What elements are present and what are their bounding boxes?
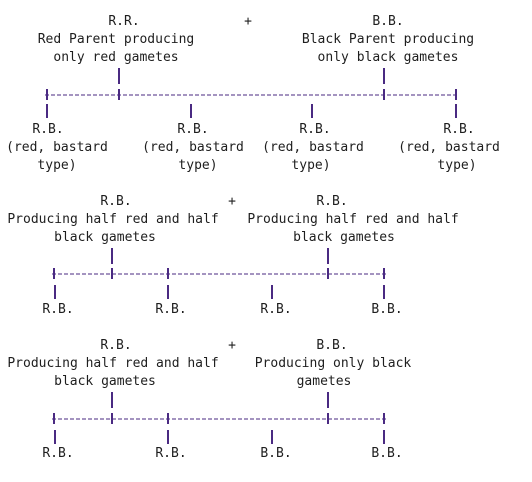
- cross2-offspring-3: R.B.: [260, 302, 292, 317]
- cross1-offspring-2-desc-2: type): [178, 158, 218, 173]
- cross1-offspring-4-desc-2: type): [437, 158, 477, 173]
- cross2-right-parent-desc-1: Producing half red and half: [247, 212, 459, 227]
- cross1-right-parent-desc-2: only black gametes: [317, 50, 459, 65]
- cross3-plus-sign: +: [228, 338, 236, 353]
- cross3-left-parent-code: R.B.: [100, 338, 132, 353]
- cross2-offspring-4: B.B.: [371, 302, 403, 317]
- cross3-offspring-3: B.B.: [260, 446, 292, 461]
- cross3-right-parent-desc-1: Producing only black: [254, 356, 412, 371]
- cross3-offspring-1: R.B.: [42, 446, 74, 461]
- cross2-offspring-1: R.B.: [42, 302, 74, 317]
- cross1-offspring-3-code: R.B.: [299, 122, 331, 137]
- cross1-offspring-4-code: R.B.: [443, 122, 475, 137]
- cross2-plus-sign: +: [228, 194, 236, 209]
- cross1-left-parent-desc-1: Red Parent producing: [37, 32, 195, 47]
- cross1-offspring-2-code: R.B.: [177, 122, 209, 137]
- cross3-left-parent-desc-2: black gametes: [54, 374, 156, 389]
- cross3-right-parent-desc-2: gametes: [296, 374, 352, 389]
- cross1-offspring-1-desc-2: type): [37, 158, 77, 173]
- cross1-right-parent-desc-1: Black Parent producing: [301, 32, 475, 47]
- cross2-offspring-2: R.B.: [155, 302, 187, 317]
- cross3-left-parent-desc-1: Producing half red and half: [7, 356, 219, 371]
- cross1-offspring-4-desc-1: (red, bastard: [398, 140, 500, 155]
- cross2-left-parent-desc-1: Producing half red and half: [7, 212, 219, 227]
- cross1-offspring-1-desc-1: (red, bastard: [6, 140, 108, 155]
- cross1-plus-sign: +: [244, 14, 252, 29]
- cross1-offspring-1-code: R.B.: [32, 122, 64, 137]
- cross1-offspring-3-desc-2: type): [291, 158, 331, 173]
- cross2-right-parent-desc-2: black gametes: [293, 230, 395, 245]
- cross2-left-parent-desc-2: black gametes: [54, 230, 156, 245]
- cross1-left-parent-desc-2: only red gametes: [53, 50, 179, 65]
- cross3-offspring-4: B.B.: [371, 446, 403, 461]
- cross3-right-parent-code: B.B.: [316, 338, 348, 353]
- cross2-left-parent-code: R.B.: [100, 194, 132, 209]
- cross1-right-parent-code: B.B.: [372, 14, 404, 29]
- cross1-offspring-2-desc-1: (red, bastard: [142, 140, 244, 155]
- cross2-right-parent-code: R.B.: [316, 194, 348, 209]
- cross1-offspring-3-desc-1: (red, bastard: [262, 140, 364, 155]
- cross1-left-parent-code: R.R.: [108, 14, 140, 29]
- cross3-offspring-2: R.B.: [155, 446, 187, 461]
